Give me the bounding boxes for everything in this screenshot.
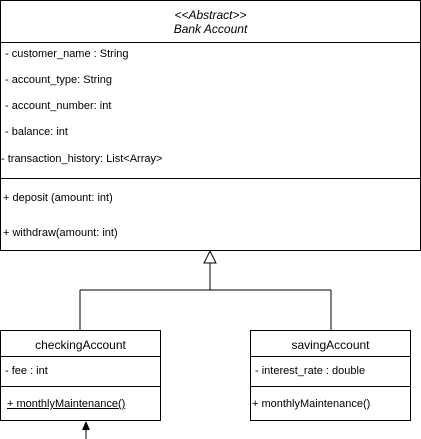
method-deposit: + deposit (amount: int) bbox=[3, 192, 113, 204]
attributes-section: - customer_name : String - account_type:… bbox=[1, 42, 420, 179]
abstract-stereotype: <<Abstract>> bbox=[174, 8, 247, 22]
method-withdraw: + withdraw(amount: int) bbox=[3, 227, 118, 239]
partial-arrowhead-bottom bbox=[82, 421, 90, 430]
attribute-fee: - fee : int bbox=[5, 365, 48, 377]
saving-attributes-section: - interest_rate : double bbox=[251, 356, 410, 387]
method-monthly-maintenance-checking: + monthlyMaintenance() bbox=[7, 398, 126, 410]
attribute-customer-name: - customer_name : String bbox=[5, 48, 129, 60]
attribute-transaction-history: - transaction_history: List<Array> bbox=[1, 153, 163, 165]
checking-attributes-section: - fee : int bbox=[1, 356, 160, 387]
bank-account-header: <<Abstract>> Bank Account bbox=[1, 8, 420, 36]
methods-section: + deposit (amount: int) + withdraw(amoun… bbox=[1, 178, 420, 251]
checking-account-name: checkingAccount bbox=[35, 338, 126, 352]
attribute-balance: - balance: int bbox=[5, 126, 68, 138]
attribute-account-type: - account_type: String bbox=[5, 74, 113, 86]
method-monthly-maintenance-saving: + monthlyMaintenance() bbox=[252, 398, 371, 410]
checking-methods-section: + monthlyMaintenance() bbox=[1, 386, 160, 421]
class-name: Bank Account bbox=[173, 22, 248, 36]
saving-account-name: savingAccount bbox=[291, 338, 370, 352]
saving-account-class[interactable]: savingAccount - interest_rate : double +… bbox=[250, 330, 411, 421]
bank-account-class[interactable]: <<Abstract>> Bank Account - customer_nam… bbox=[0, 0, 421, 251]
generalization-arrowhead bbox=[203, 249, 217, 264]
attribute-interest-rate: - interest_rate : double bbox=[255, 365, 366, 377]
saving-methods-section: + monthlyMaintenance() bbox=[251, 386, 410, 421]
checking-account-class[interactable]: checkingAccount - fee : int + monthlyMai… bbox=[0, 330, 161, 421]
attribute-account-number: - account_number: int bbox=[5, 100, 112, 112]
